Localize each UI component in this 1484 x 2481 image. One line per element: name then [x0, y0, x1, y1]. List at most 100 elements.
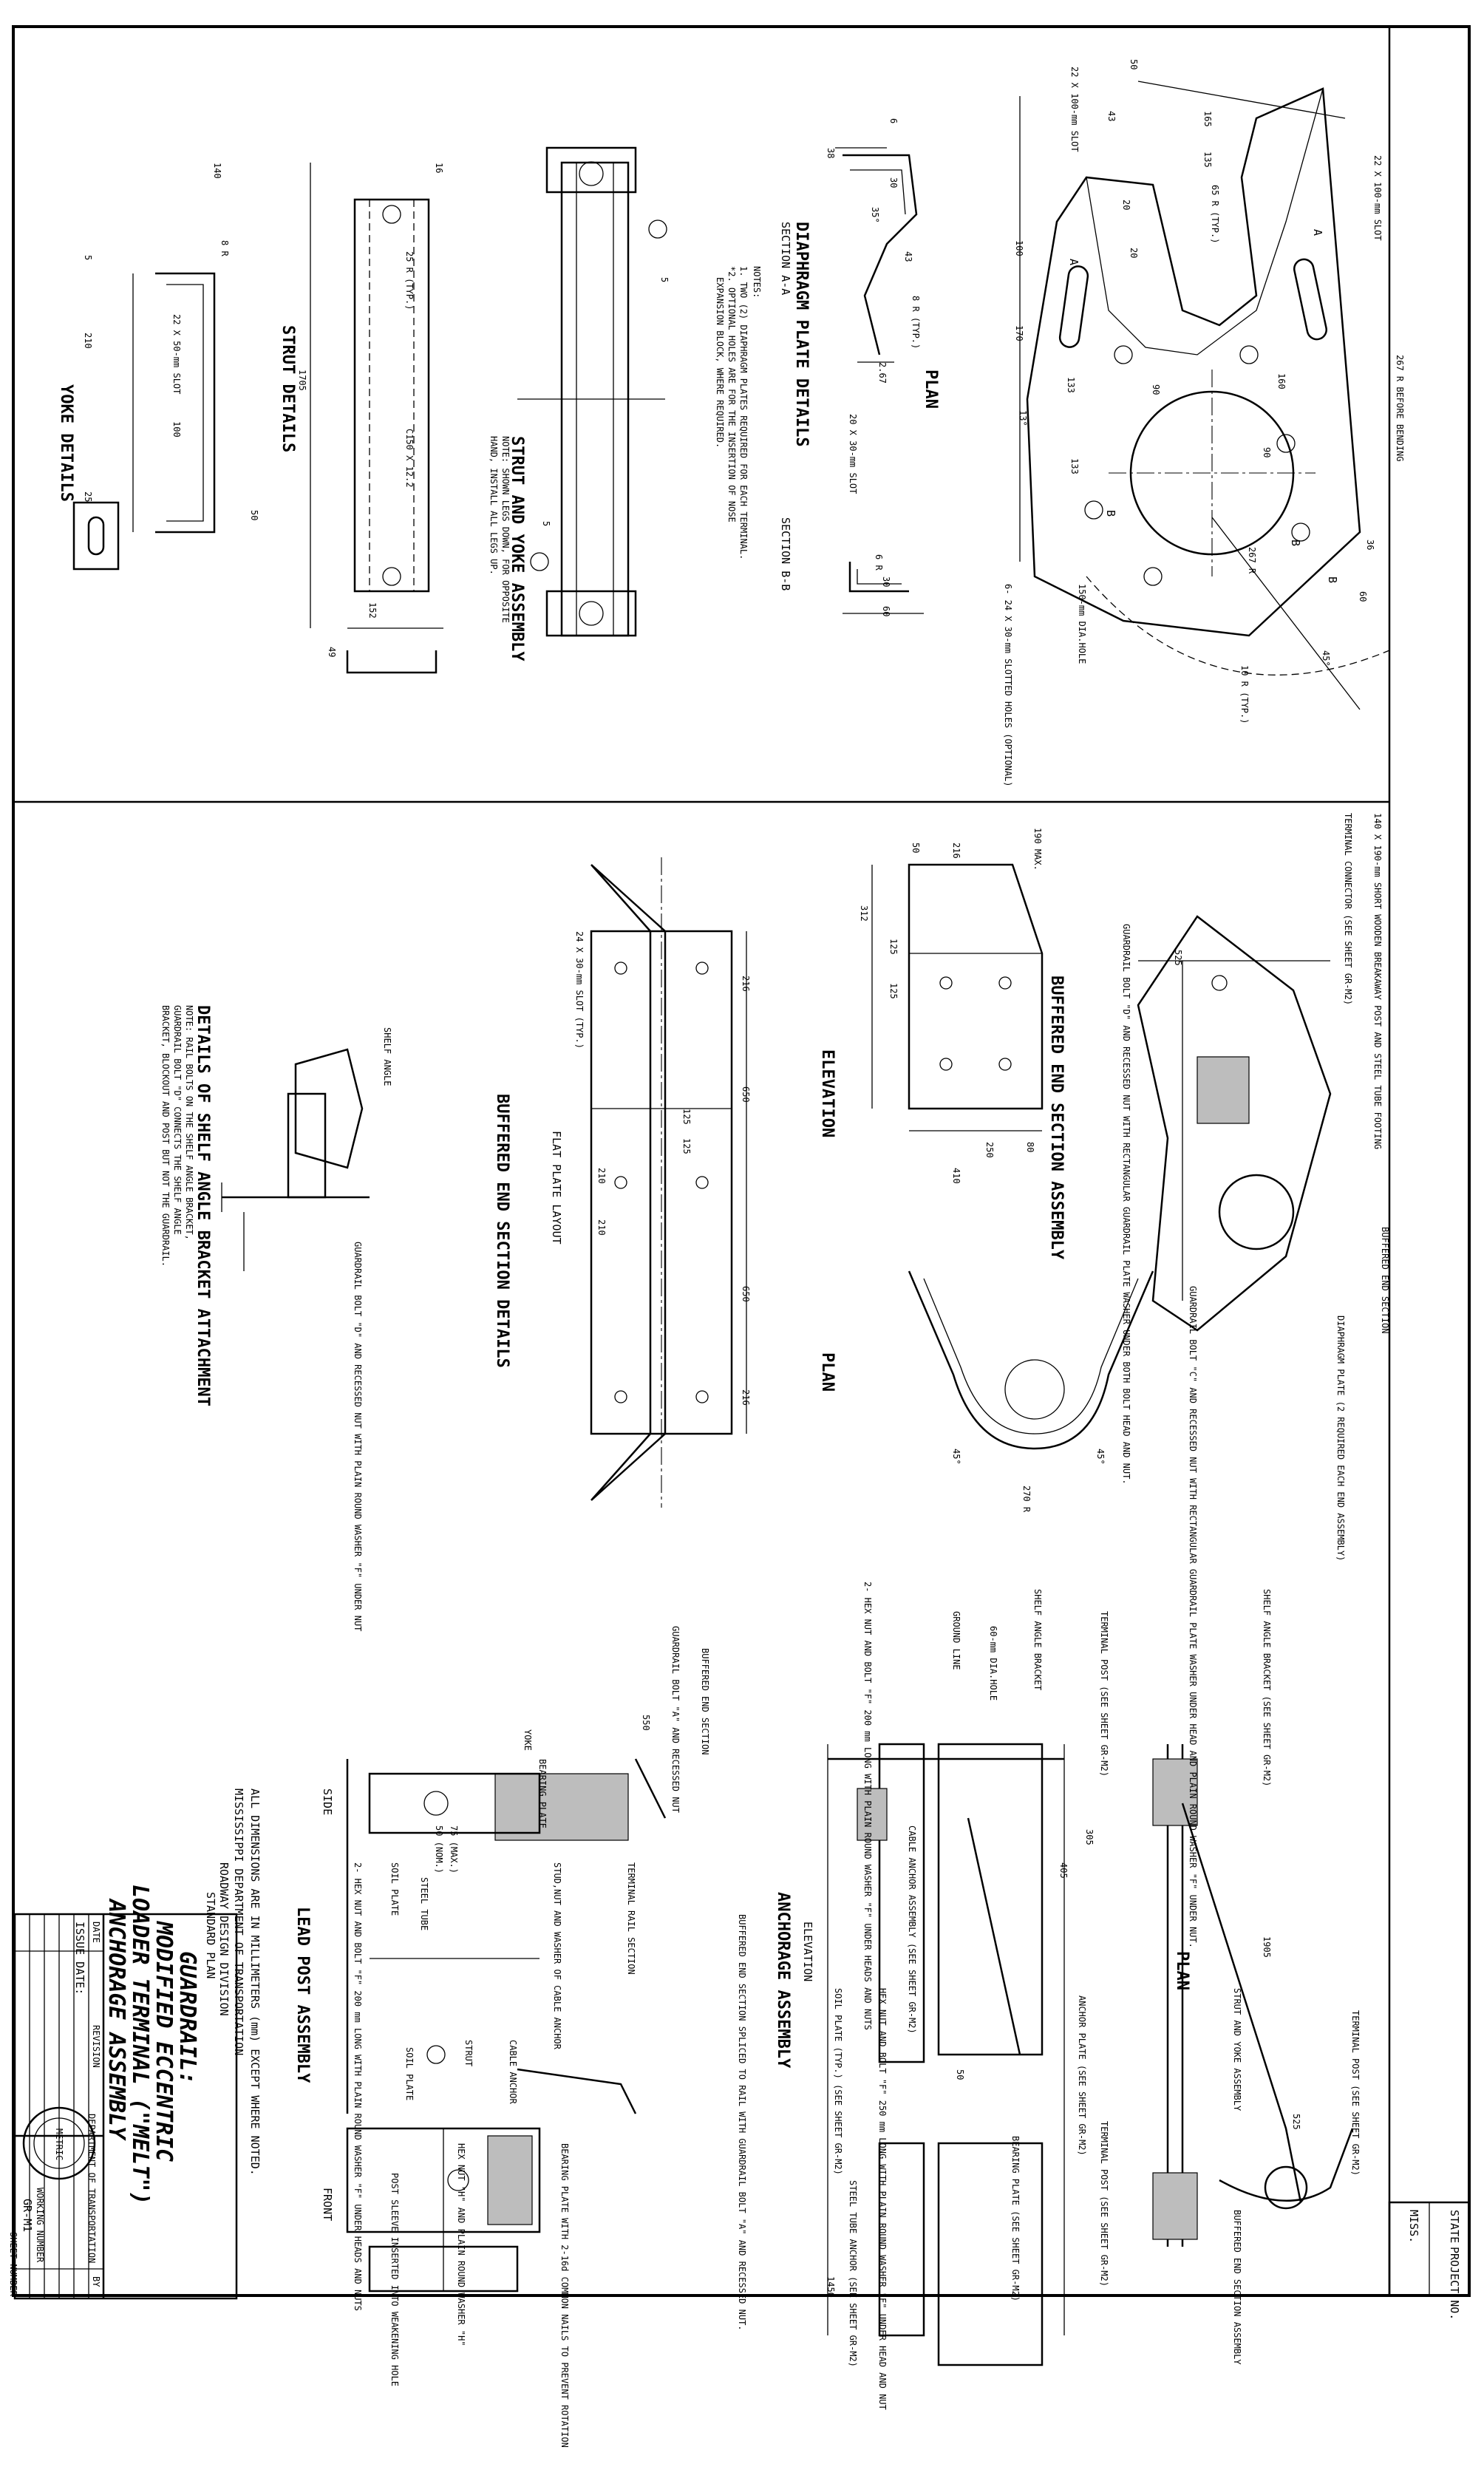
dim-yoke-50: 50 [249, 510, 259, 521]
lead-post-front-view [346, 2127, 541, 2293]
plan-type: STANDARD PLAN [204, 1892, 217, 1979]
label-267r-before: 267 R BEFORE BENDING [1395, 355, 1405, 462]
label-bolt-d: GUARDRAIL BOLT "D" AND RECESSED NUT WITH… [1121, 924, 1131, 1485]
lead-label-yoke: YOKE [523, 1729, 533, 1751]
sheet-title-4: ANCHORAGE ASSEMBLY [103, 1899, 129, 2140]
label-45a: 45° [951, 1449, 961, 1465]
center-hole [1129, 390, 1295, 556]
anchor-label-post-1: TERMINAL POST (SEE SHEET GR-M2) [1350, 2010, 1361, 2176]
shelf-note-2: GUARDRAIL BOLT "D" CONNECTS THE SHELF AN… [172, 1005, 183, 1235]
dim-170: 170 [1014, 325, 1024, 341]
dim-216b: 216 [741, 1389, 751, 1406]
dim-yoke-5: 5 [83, 255, 93, 261]
dim-75-max: 75 (MAX.) [449, 1825, 459, 1874]
lead-label-terminal-rail: TERMINAL RAIL SECTION [626, 1862, 636, 1975]
dim-43: 43 [1106, 111, 1117, 122]
mdot-seal [22, 2106, 96, 2180]
dim-160: 160 [1276, 373, 1287, 389]
dim-152: 152 [367, 602, 378, 619]
dim-16: 16 [434, 163, 444, 174]
dim-90a: 90 [1151, 384, 1161, 395]
dim-30b: 30 [881, 576, 891, 588]
dim-125a: 125 [888, 939, 899, 955]
section-aa-view [835, 147, 918, 363]
anchor-label-cable: CABLE ANCHOR ASSEMBLY (SEE SHEET GR-M2) [907, 1825, 917, 2034]
sheet-title-3: LOADER TERMINAL ("MELT") [127, 1885, 153, 2205]
yoke-details-view [72, 272, 216, 571]
lead-label-steel-tube: STEEL TUBE [419, 1877, 429, 1931]
dim-1450: 1450 [826, 2276, 836, 2298]
label-slot-1: 22 X 100-mm SLOT [1069, 67, 1080, 152]
dim-305: 305 [1084, 1829, 1095, 1845]
label-terminal-connector: TERMINAL CONNECTOR (SEE SHEET GR-M2) [1343, 813, 1353, 1006]
dim-210: 210 [83, 333, 93, 349]
flat-plate-subtitle: FLAT PLATE LAYOUT [550, 1131, 563, 1245]
marker-a1: A [1067, 259, 1080, 266]
lead-label-hex-h: HEX NUT "H" AND PLAIN ROUND WASHER "H" [456, 2143, 466, 2346]
sheet-number-label: SHEET NUMBER [8, 2232, 18, 2296]
label-yoke-8r: 8 R [219, 240, 230, 256]
flat-plate-details-title: BUFFERED END SECTION DETAILS [493, 1094, 511, 1368]
flat-plate-layout-view [590, 857, 747, 1508]
dim-125c: 125 [681, 1109, 692, 1125]
marker-b1: B [1104, 510, 1117, 517]
anchorage-title: ANCHORAGE ASSEMBLY [774, 1892, 792, 2069]
label-diaphragm-plate: DIAPHRAGM PLATE (2 REQUIRED EACH END ASS… [1335, 1316, 1346, 1562]
label-20x30-slot: 20 X 30-mm SLOT [848, 414, 858, 494]
dim-49: 49 [327, 647, 337, 658]
note-2b: EXPANSION BLOCK, WHERE REQUIRED. [715, 277, 725, 449]
dim-190max: 190 MAX. [1032, 828, 1043, 871]
notes-title: NOTES: [752, 266, 762, 299]
anchor-label-tube: STEEL TUBE ANCHOR (SEE SHEET GR-M2) [848, 2180, 858, 2367]
rev-header-date: DATE [91, 1922, 101, 1943]
anchorage-plan-view [1152, 1744, 1354, 2247]
label-150-hole: 150-mm DIA.HOLE [1077, 584, 1087, 664]
label-25r: 25 R (TYP.) [404, 251, 415, 310]
section-bb-view [843, 562, 924, 614]
label-10r: 10 R (TYP.) [1239, 665, 1250, 724]
dim-1905: 1905 [1262, 1936, 1272, 1958]
note-2: *2. OPTIONAL HOLES ARE FOR THE INSERTION… [726, 266, 737, 523]
dim-525: 525 [1173, 950, 1183, 966]
dim-133a: 133 [1066, 377, 1076, 393]
diaphragm-plan-label: PLAN [922, 370, 940, 409]
dim-210b: 210 [596, 1219, 607, 1236]
label-shelf-bolt-d: GUARDRAIL BOLT "D" AND RECESSED NUT WITH… [353, 1242, 363, 1632]
assembly-note-1: NOTE: SHOWN LEGS DOWN, FOR OPPOSITE [500, 436, 511, 623]
lead-label-stud: STUD,NUT AND WASHER OF CABLE ANCHOR [552, 1862, 562, 2049]
label-slotted-holes: 6- 24 X 30-mm SLOTTED HOLES (OPTIONAL) [1003, 584, 1013, 787]
dim-405: 405 [1058, 1862, 1069, 1879]
state-label: STATE [1448, 2210, 1461, 2244]
department-name: MISSISSIPPI DEPARTMENT OF TRANSPORTATION [232, 1789, 245, 2056]
buffered-assembly-plan-view [1137, 915, 1332, 1332]
dim-38: 38 [826, 148, 836, 159]
anchor-label-hex-bolts: 2- HEX NUT AND BOLT "F" 200 mm LONG WITH… [862, 1582, 873, 2030]
dim-550: 550 [641, 1715, 651, 1731]
note-1: 1. TWO (2) DIAPHRAGM PLATES REQUIRED FOR… [738, 266, 749, 560]
working-number-label: WORKING NUMBER [35, 2188, 45, 2263]
anchorage-elevation-view [827, 1743, 1065, 2366]
dim-5a: 5 [659, 277, 670, 283]
anchor-label-shelf: SHELF ANGLE BRACKET (SEE SHEET GR-M2) [1262, 1589, 1272, 1787]
label-8r: 8 R (TYP.) [911, 296, 921, 350]
lead-label-buffered: BUFFERED END SECTION [700, 1648, 710, 1755]
dim-yoke-100: 100 [171, 421, 182, 438]
dim-1705: 1705 [297, 370, 307, 391]
dim-2-67: 2.67 [877, 362, 888, 384]
dim-90b: 90 [1262, 447, 1272, 458]
working-number: GR-M1 [21, 2199, 34, 2233]
section-aa-label: SECTION A-A [779, 222, 792, 296]
anchor-label-splice: BUFFERED END SECTION SPLICED TO RAIL WIT… [737, 1914, 747, 2331]
dim-50: 50 [1129, 59, 1139, 70]
dim-125d: 125 [681, 1138, 692, 1154]
strut-details-view [310, 163, 443, 674]
label-270r: 270 R [1021, 1485, 1032, 1513]
dim-60: 60 [1358, 591, 1368, 602]
dim-312: 312 [859, 905, 869, 922]
label-wooden-post: 140 X 190-mm SHORT WOODEN BREAKAWAY POST… [1372, 813, 1383, 1150]
strut-yoke-assembly-title: STRUT AND YOKE ASSEMBLY [508, 436, 526, 661]
dim-135: 135 [1202, 152, 1213, 168]
buffered-plan-small-view [908, 1270, 1154, 1450]
